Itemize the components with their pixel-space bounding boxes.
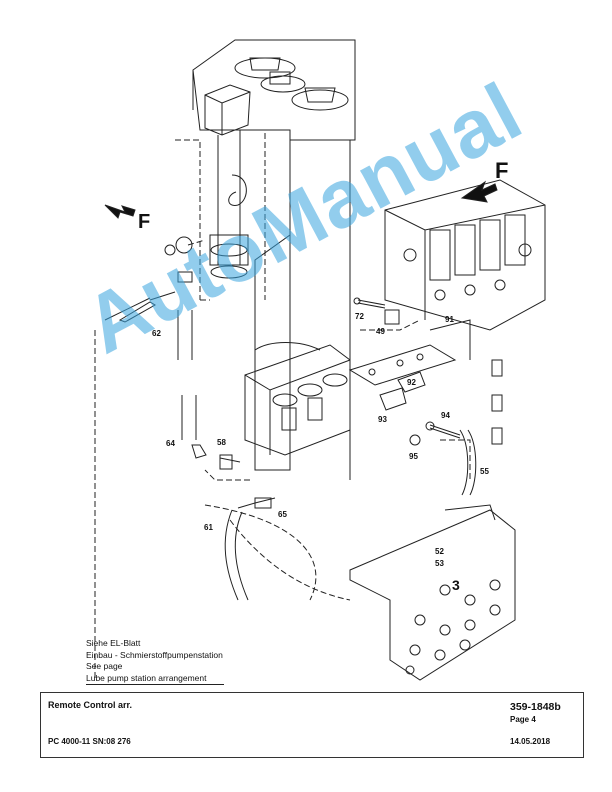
cab-frame — [192, 39, 356, 141]
drawing-title: Remote Control arr. — [48, 700, 133, 710]
cross-reference-note: Siehe EL-Blatt Einbau - Schmierstoffpump… — [86, 638, 224, 685]
joystick-left — [234, 57, 296, 79]
note-line: Lube pump station arrangement — [86, 672, 207, 683]
bracket-91 — [348, 344, 457, 386]
joystick-right — [291, 89, 349, 111]
joystick-center — [260, 75, 306, 93]
note-underline — [86, 684, 224, 685]
callout-53: 53 — [435, 559, 444, 568]
pilot-tube — [217, 130, 241, 265]
callout-61: 61 — [204, 523, 213, 532]
callout-49: 49 — [376, 327, 385, 336]
callout-64: 64 — [166, 439, 175, 448]
callout-58: 58 — [217, 438, 226, 447]
document-number: 359-1848b — [510, 701, 561, 713]
machine-serial: PC 4000-11 SN:08 276 — [48, 737, 131, 746]
callout-65: 65 — [278, 510, 287, 519]
valve-bank — [384, 179, 546, 331]
callout-55: 55 — [480, 467, 489, 476]
arrow-f-left — [104, 204, 136, 219]
callout-3: 3 — [452, 577, 460, 593]
control-valve-block — [244, 344, 351, 456]
hose-61 — [224, 509, 249, 601]
revision-date: 14.05.2018 — [510, 737, 551, 746]
arrow-f-right — [460, 180, 498, 203]
callout-95: 95 — [409, 452, 418, 461]
distribution-plate — [349, 509, 516, 681]
callout-91: 91 — [445, 315, 454, 324]
page-number: Page 4 — [510, 715, 536, 724]
clamp-92 — [397, 371, 426, 393]
callout-94: 94 — [441, 411, 450, 420]
clamp-93 — [379, 387, 407, 411]
callout-92: 92 — [407, 378, 416, 387]
hose-62 — [177, 310, 197, 440]
arrow-label-right: F — [495, 158, 509, 183]
note-line: Siehe EL-Blatt — [86, 638, 141, 648]
callout-93: 93 — [378, 415, 387, 424]
note-line: Einbau - Schmierstoffpumpenstation — [86, 649, 223, 660]
arrow-label-left: F — [138, 211, 151, 233]
callout-52: 52 — [435, 547, 444, 556]
hose-55 — [459, 429, 477, 496]
callout-72: 72 — [355, 312, 364, 321]
pilot-valve-top — [204, 84, 251, 136]
note-line: See page — [86, 661, 123, 671]
title-block: Remote Control arr. 359-1848b Page 4 PC … — [40, 692, 584, 758]
callout-62: 62 — [152, 329, 161, 338]
